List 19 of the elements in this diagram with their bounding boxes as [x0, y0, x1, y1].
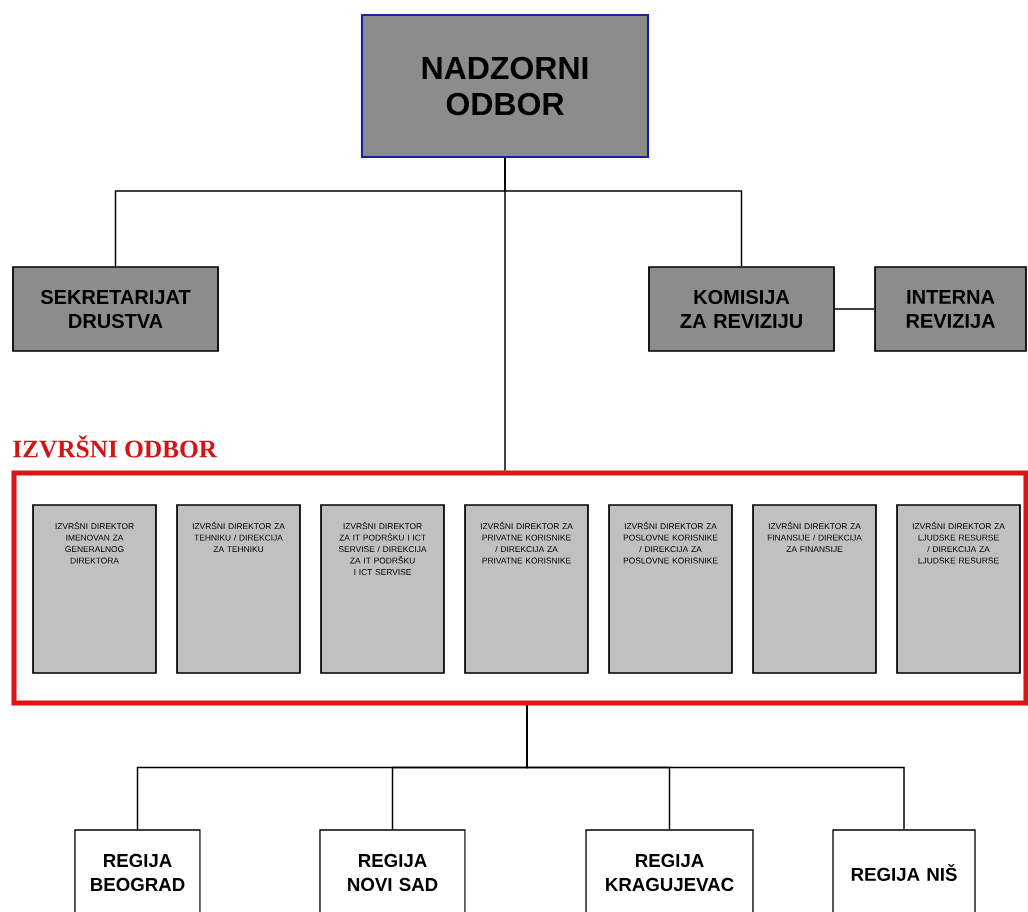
- connector-line: [504, 157, 506, 472]
- director-box: IZVRŠNI DIREKTOR ZA FINANSIJE / DIREKCIJA ZA FINANSIJE: [752, 504, 877, 674]
- region-box: REGIJA KRAGUJEVAC: [585, 829, 754, 912]
- process-box: SEKRETARIJAT DRUSTVA: [12, 266, 219, 352]
- director-box: IZVRŠNI DIREKTOR ZA PRIVATNE KORISNIKE / DIREKCIJA ZA PRIVATNE KORISNIKE: [464, 504, 589, 674]
- director-box: IZVRŠNI DIREKTOR ZA TEHNIKU / DIREKCIJA ZA TEHNIKU: [176, 504, 301, 674]
- group-title: IZVRŠNI ODBOR: [13, 435, 218, 458]
- director-box: IZVRŠNI DIREKTOR ZA IT PODRŠKU I ICT SERVISE / DIREKCIJA ZA IT PODRŠKU I ICT SERVISE: [320, 504, 445, 674]
- region-box: REGIJA NIŠ: [832, 829, 976, 912]
- director-box: IZVRŠNI DIREKTOR IMENOVAN ZA GENERALNOG DIREKTORA: [32, 504, 157, 674]
- director-box: IZVRŠNI DIREKTOR ZA LJUDSKE RESURSE / DIREKCIJA ZA LJUDSKE RESURSE: [896, 504, 1021, 674]
- process-box: NADZORNI ODBOR: [360, 13, 650, 159]
- connector-line: [526, 704, 905, 831]
- process-box: INTERNA REVIZIJA: [874, 266, 1027, 352]
- director-box: IZVRŠNI DIREKTOR ZA POSLOVNE KORISNIKE / DIREKCIJA ZA POSLOVNE KORISNIKE: [608, 504, 733, 674]
- connector-line: [834, 308, 875, 310]
- region-box: REGIJA NOVI SAD: [319, 829, 466, 912]
- process-box: KOMISIJA ZA REVIZIJU: [648, 266, 835, 352]
- region-box: REGIJA BEOGRAD: [74, 829, 201, 912]
